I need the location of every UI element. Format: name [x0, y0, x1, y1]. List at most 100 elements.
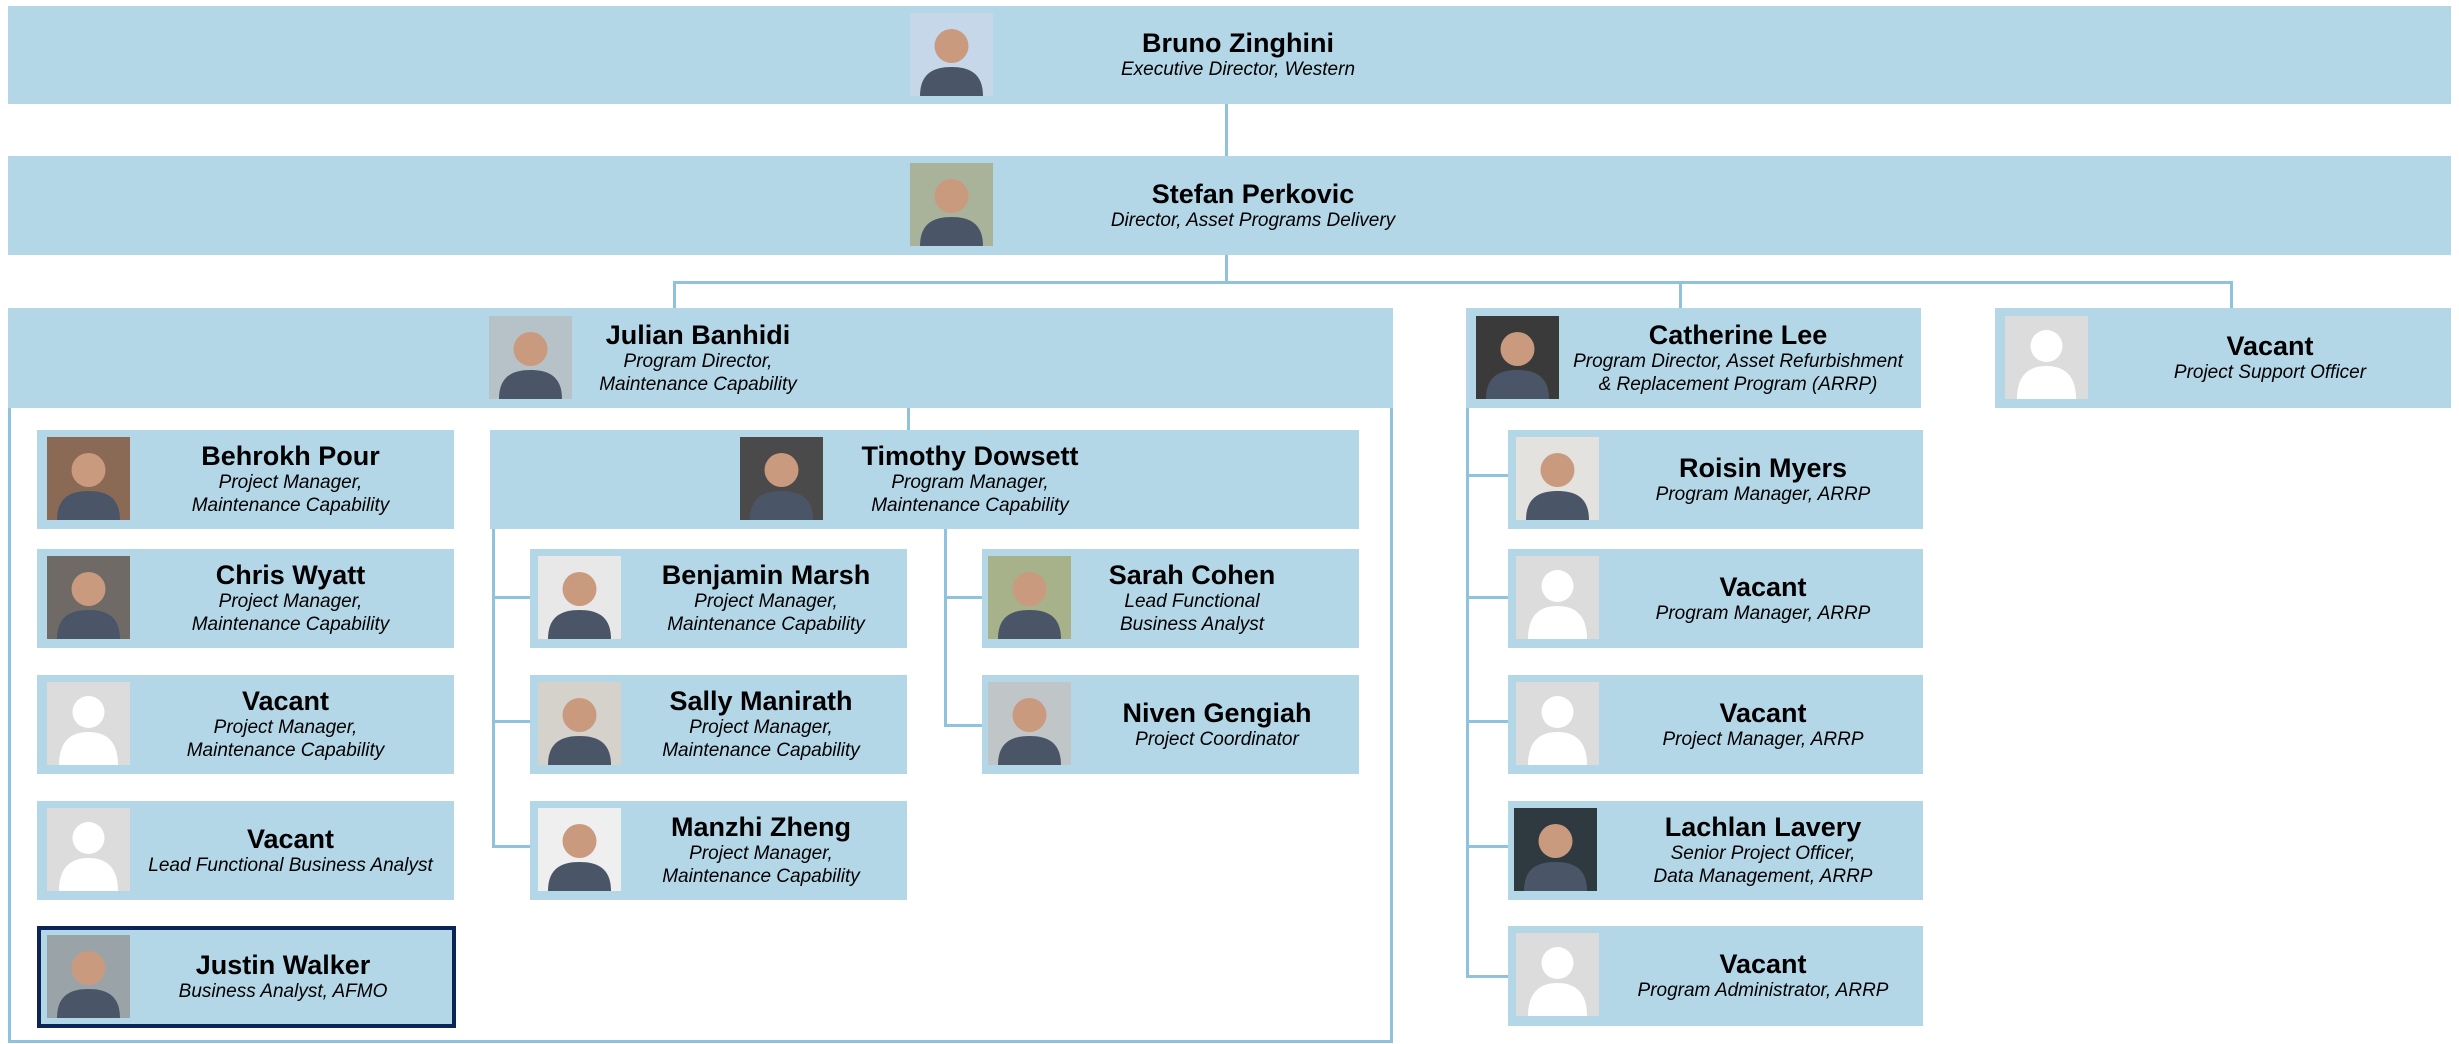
card-benjamin-marsh[interactable]: Benjamin Marsh Project Manager, Maintena…	[530, 549, 907, 648]
person-role: Project Manager, Maintenance Capability	[186, 717, 385, 762]
avatar	[988, 556, 1071, 639]
card-vacant-program-manager-arrp[interactable]: Vacant Program Manager, ARRP	[1508, 549, 1923, 648]
person-role: Project Support Officer	[2173, 362, 2367, 384]
person-name: Vacant	[1719, 949, 1807, 980]
person-role: Program Manager, ARRP	[1655, 483, 1871, 505]
person-role: Project Manager, Maintenance Capability	[191, 472, 390, 517]
person-silhouette-icon	[1516, 933, 1599, 1016]
person-role: Project Manager, ARRP	[1662, 728, 1864, 750]
person-silhouette-icon	[47, 682, 130, 765]
connector-branch-niven	[944, 724, 982, 727]
avatar	[538, 808, 621, 891]
avatar	[1476, 316, 1559, 399]
card-julian-banhidi[interactable]: Julian Banhidi Program Director, Mainten…	[8, 308, 1393, 408]
connector-branch-manzhi	[492, 845, 530, 848]
person-role: Director, Asset Programs Delivery	[1110, 209, 1396, 231]
avatar	[910, 13, 993, 96]
card-timothy-dowsett[interactable]: Timothy Dowsett Program Manager, Mainten…	[490, 430, 1359, 529]
connector-timothy-left-vertical	[492, 528, 495, 846]
card-lachlan-lavery[interactable]: Lachlan Lavery Senior Project Officer, D…	[1508, 801, 1923, 900]
person-role: Business Analyst, AFMO	[178, 981, 388, 1003]
avatar	[489, 316, 572, 399]
person-role: Project Manager, Maintenance Capability	[662, 717, 860, 762]
person-role: Program Director, Maintenance Capability	[599, 350, 797, 395]
person-name: Julian Banhidi	[605, 319, 791, 350]
person-role: Lead Functional Business Analyst	[1120, 591, 1264, 636]
person-name: Sarah Cohen	[1108, 560, 1276, 591]
person-role: Program Manager, Maintenance Capability	[871, 472, 1069, 517]
connector-branch-vacant-pjm	[1466, 720, 1508, 723]
person-role: Program Director, Asset Refurbishment & …	[1573, 350, 1903, 395]
person-name: Benjamin Marsh	[661, 560, 871, 591]
connector-catherine-vertical	[1466, 408, 1469, 978]
person-silhouette-icon	[2005, 316, 2088, 399]
connector-branch-sally	[492, 720, 530, 723]
avatar	[538, 682, 621, 765]
avatar	[910, 163, 993, 246]
card-catherine-lee[interactable]: Catherine Lee Program Director, Asset Re…	[1466, 308, 1921, 408]
person-role: Project Coordinator	[1135, 728, 1299, 750]
avatar	[47, 437, 130, 520]
connector-julian-timothy	[907, 408, 910, 430]
connector-to-julian	[673, 281, 676, 308]
person-role: Program Manager, ARRP	[1655, 602, 1871, 624]
connector-timothy-right-vertical	[944, 528, 947, 727]
connector-branch-benjamin	[492, 596, 530, 599]
person-name: Bruno Zinghini	[1142, 28, 1334, 59]
person-name: Vacant	[1719, 571, 1807, 602]
person-name: Vacant	[241, 686, 330, 717]
person-name: Sally Manirath	[669, 686, 853, 717]
person-role: Executive Director, Western	[1120, 59, 1356, 81]
card-roisin-myers[interactable]: Roisin Myers Program Manager, ARRP	[1508, 430, 1923, 529]
avatar	[47, 935, 130, 1018]
card-vacant-project-manager-arrp[interactable]: Vacant Project Manager, ARRP	[1508, 675, 1923, 774]
card-vacant-program-administrator-arrp[interactable]: Vacant Program Administrator, ARRP	[1508, 926, 1923, 1026]
avatar	[538, 556, 621, 639]
person-role: Senior Project Officer, Data Management,…	[1653, 843, 1873, 888]
card-stefan-perkovic[interactable]: Stefan Perkovic Director, Asset Programs…	[8, 156, 2451, 255]
card-justin-walker[interactable]: Justin Walker Business Analyst, AFMO	[37, 926, 456, 1028]
connector-branch-roisin	[1466, 474, 1508, 477]
person-name: Niven Gengiah	[1122, 697, 1312, 728]
person-role: Project Manager, Maintenance Capability	[191, 591, 390, 636]
person-name: Catherine Lee	[1648, 319, 1828, 350]
connector-stefan-down	[1225, 255, 1228, 283]
person-name: Behrokh Pour	[201, 441, 380, 472]
person-silhouette-icon	[1516, 556, 1599, 639]
person-role: Program Administrator, ARRP	[1637, 980, 1889, 1002]
connector-to-vacant-pso	[2230, 281, 2233, 308]
card-sally-manirath[interactable]: Sally Manirath Project Manager, Maintena…	[530, 675, 907, 774]
person-name: Justin Walker	[195, 950, 371, 981]
connector-to-catherine	[1679, 281, 1682, 308]
card-vacant-lead-functional-ba[interactable]: Vacant Lead Functional Business Analyst	[37, 801, 454, 900]
person-name: Chris Wyatt	[215, 560, 366, 591]
card-niven-gengiah[interactable]: Niven Gengiah Project Coordinator	[982, 675, 1359, 774]
card-vacant-project-manager-mc[interactable]: Vacant Project Manager, Maintenance Capa…	[37, 675, 454, 774]
card-manzhi-zheng[interactable]: Manzhi Zheng Project Manager, Maintenanc…	[530, 801, 907, 900]
person-name: Lachlan Lavery	[1664, 812, 1862, 843]
card-chris-wyatt[interactable]: Chris Wyatt Project Manager, Maintenance…	[37, 549, 454, 648]
card-sarah-cohen[interactable]: Sarah Cohen Lead Functional Business Ana…	[982, 549, 1359, 648]
person-name: Stefan Perkovic	[1151, 178, 1355, 209]
connector-level3-horizontal	[673, 281, 2233, 284]
connector-branch-vacant-pa	[1466, 975, 1508, 978]
person-silhouette-icon	[1516, 682, 1599, 765]
avatar	[740, 437, 823, 520]
connector-branch-lachlan	[1466, 845, 1508, 848]
person-name: Roisin Myers	[1678, 452, 1848, 483]
person-role: Lead Functional Business Analyst	[148, 854, 433, 876]
avatar	[1516, 437, 1599, 520]
person-name: Vacant	[2226, 331, 2314, 362]
person-name: Vacant	[1719, 697, 1807, 728]
card-vacant-project-support-officer[interactable]: Vacant Project Support Officer	[1995, 308, 2451, 408]
person-name: Manzhi Zheng	[671, 812, 851, 843]
person-role: Project Manager, Maintenance Capability	[662, 843, 860, 888]
avatar	[47, 556, 130, 639]
avatar	[988, 682, 1071, 765]
connector-bruno-stefan	[1225, 104, 1228, 156]
person-name: Vacant	[246, 823, 335, 854]
card-behrokh-pour[interactable]: Behrokh Pour Project Manager, Maintenanc…	[37, 430, 454, 529]
connector-branch-sarah	[944, 596, 982, 599]
card-bruno-zinghini[interactable]: Bruno Zinghini Executive Director, Weste…	[8, 6, 2451, 104]
avatar	[1514, 808, 1597, 891]
